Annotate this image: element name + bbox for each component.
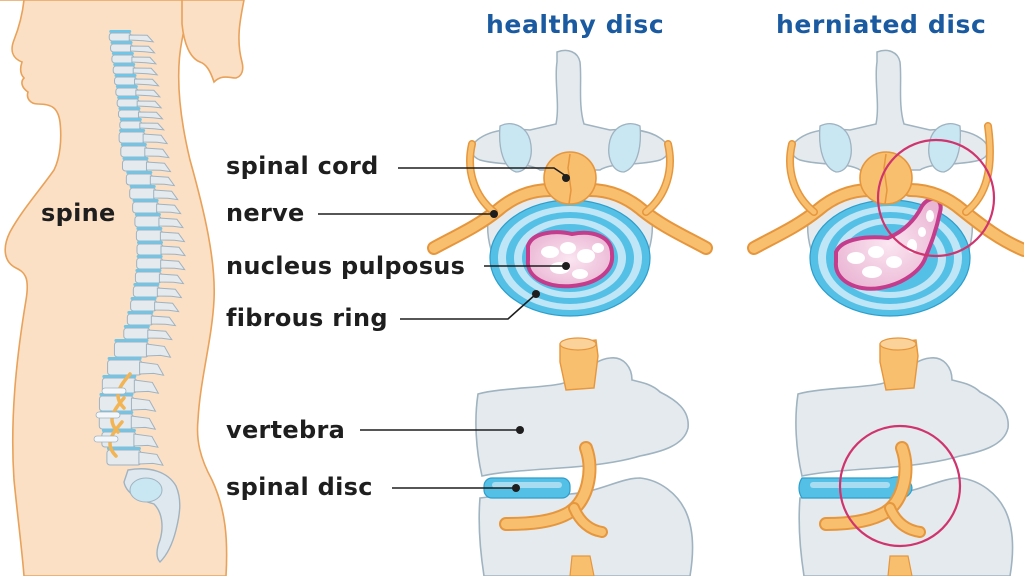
vertebra-9 bbox=[119, 118, 166, 131]
vertebra-5 bbox=[114, 74, 160, 87]
body-outline bbox=[0, 0, 228, 576]
vertebra-13 bbox=[125, 171, 176, 187]
vertebra-25 bbox=[113, 339, 172, 358]
vertebra-7 bbox=[116, 96, 163, 109]
leader-dots bbox=[490, 174, 570, 492]
label-spinal-disc: spinal disc bbox=[226, 473, 373, 501]
vertebra-10 bbox=[118, 129, 169, 145]
label-fibrous-ring: fibrous ring bbox=[226, 304, 388, 332]
herniation-highlight-circle-top bbox=[876, 138, 996, 258]
vertebra-21 bbox=[132, 283, 183, 299]
nucleus-pulposus-healthy bbox=[525, 230, 615, 289]
vertebra-19 bbox=[136, 255, 186, 271]
spine-nerves bbox=[93, 372, 132, 458]
title-healthy-disc: healthy disc bbox=[486, 10, 665, 39]
leader-fibrous-ring bbox=[400, 293, 537, 320]
label-spine: spine bbox=[41, 199, 116, 227]
vertebra-26 bbox=[107, 357, 165, 376]
herniated-top-view bbox=[747, 49, 1024, 317]
herniation-highlight-circle-side bbox=[838, 424, 962, 548]
vertebra-3 bbox=[111, 52, 158, 65]
nucleus-pulposus-herniated bbox=[833, 196, 943, 291]
label-nerve: nerve bbox=[226, 199, 305, 227]
vertebra-11 bbox=[120, 143, 170, 159]
body-silhouette bbox=[0, 0, 245, 576]
herniated-side-view bbox=[795, 337, 1014, 576]
sacrum bbox=[123, 468, 181, 563]
leader-spinal-cord bbox=[398, 167, 567, 177]
vertebra-12 bbox=[121, 157, 172, 173]
vertebra-4 bbox=[112, 63, 159, 76]
label-nucleus-pulposus: nucleus pulposus bbox=[226, 252, 466, 280]
healthy-top-view bbox=[427, 49, 713, 317]
spine-column bbox=[98, 30, 187, 466]
vertebra-17 bbox=[135, 227, 186, 243]
vertebra-23 bbox=[126, 311, 177, 327]
healthy-side-view bbox=[475, 337, 694, 576]
label-vertebra: vertebra bbox=[226, 416, 346, 444]
leader-lines bbox=[318, 167, 567, 489]
label-spinal-cord: spinal cord bbox=[226, 152, 379, 180]
vertebra-15 bbox=[132, 199, 182, 215]
vertebra-31 bbox=[106, 447, 164, 466]
hair bbox=[181, 0, 245, 84]
title-herniated-disc: herniated disc bbox=[776, 10, 987, 39]
vertebra-8 bbox=[117, 107, 164, 120]
vertebra-1 bbox=[108, 30, 155, 43]
